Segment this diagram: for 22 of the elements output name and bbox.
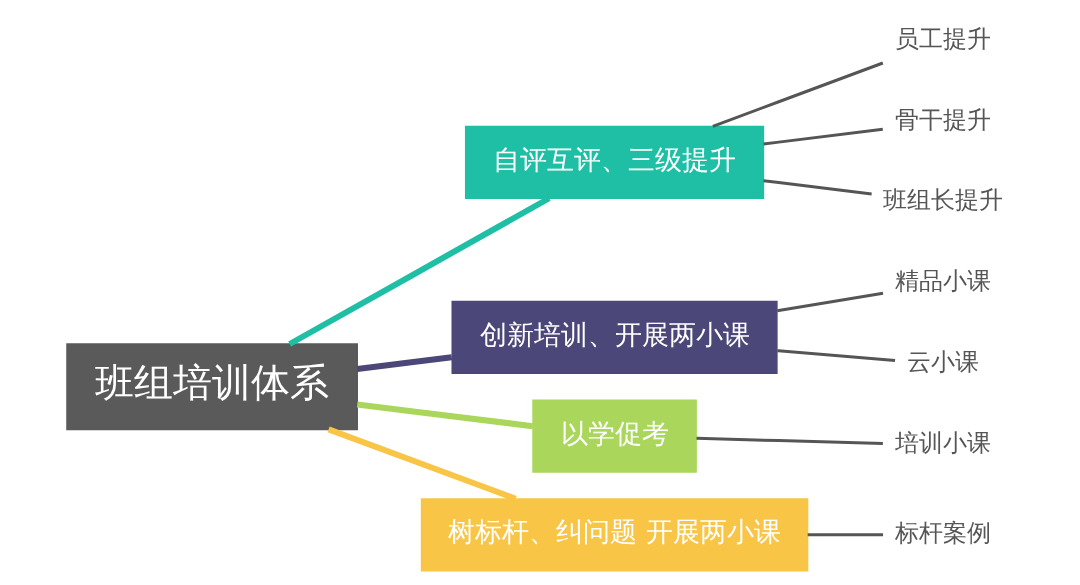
connector — [762, 179, 872, 196]
node-text: 班组长提升 — [882, 186, 1003, 215]
node-box: 以学促考 — [531, 399, 697, 473]
node-box: 班组培训体系 — [65, 343, 358, 431]
connector — [807, 533, 883, 537]
connector — [356, 401, 533, 430]
node-box: 自评互评、三级提升 — [464, 125, 764, 199]
node-text: 标杆案例 — [894, 518, 991, 547]
connector — [776, 349, 895, 362]
node-text: 员工提升 — [894, 24, 991, 53]
node-text: 培训小课 — [894, 428, 991, 457]
connector — [776, 291, 883, 313]
connector — [327, 426, 517, 502]
node-text: 精品小课 — [894, 267, 991, 296]
connector — [356, 354, 452, 372]
node-text: 云小课 — [906, 348, 979, 376]
node-box: 树标杆、纠问题 开展两小课 — [420, 498, 808, 572]
connector — [695, 436, 883, 445]
node-box: 创新培训、开展两小课 — [451, 300, 778, 375]
node-text: 骨干提升 — [894, 105, 991, 134]
connector — [762, 127, 883, 146]
connector — [711, 61, 883, 128]
